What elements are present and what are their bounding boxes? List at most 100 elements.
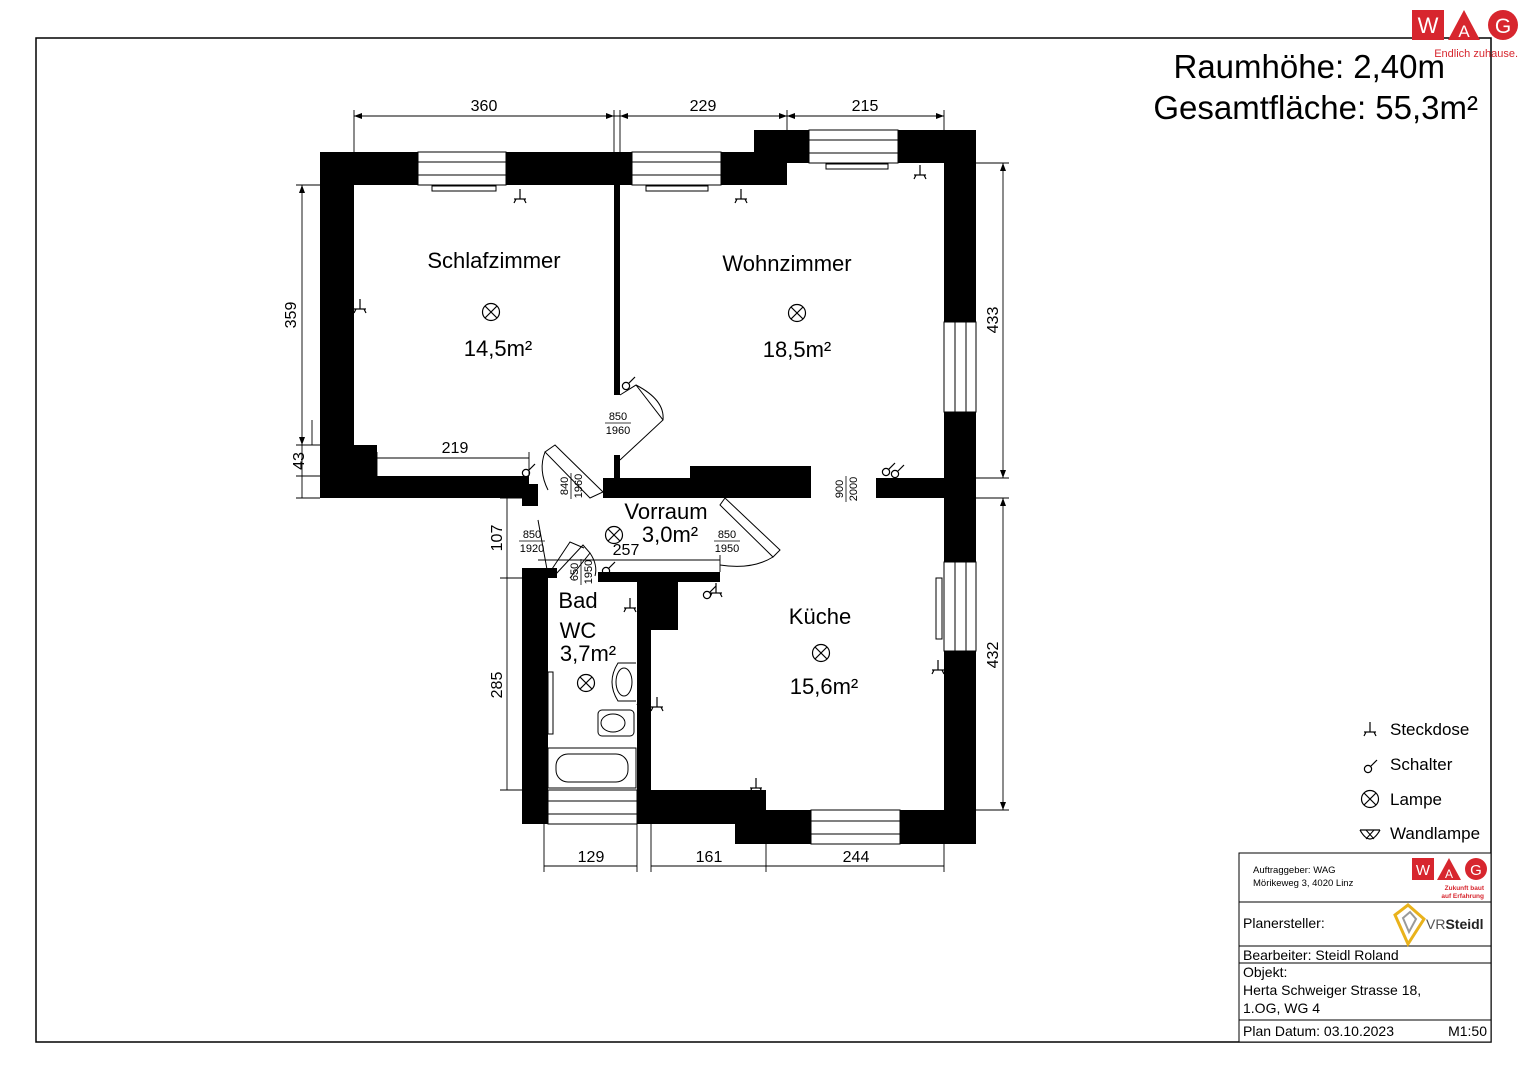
radiators — [431, 163, 943, 735]
object-line-1: Herta Schweiger Strasse 18, — [1243, 982, 1421, 998]
legend-label-lampe: Lampe — [1390, 790, 1442, 809]
room-name-kueche: Küche — [789, 604, 851, 629]
door-label-6: 650 1950 — [569, 559, 595, 585]
dim-left-3: 107 — [489, 525, 506, 552]
vrsteidl-logo: VRSteidl — [1393, 903, 1484, 948]
room-area-vorraum: 3,0m² — [642, 522, 698, 547]
door-label-2: 840 1960 — [559, 473, 585, 499]
dim-right-1: 433 — [985, 307, 1002, 334]
room-area-wohnzimmer: 18,5m² — [763, 337, 831, 362]
room-area-bad: 3,7m² — [560, 641, 616, 666]
legend-wall-lamp-icon — [1359, 829, 1381, 840]
planner-label: Planersteller: — [1243, 915, 1325, 931]
lamp-icon — [481, 302, 501, 322]
object-label: Objekt: — [1243, 964, 1287, 980]
svg-text:650: 650 — [569, 563, 581, 581]
dim-inner-2: 257 — [613, 542, 640, 559]
socket-icon — [513, 188, 527, 204]
socket-icon — [734, 188, 748, 204]
dim-bottom-1: 129 — [578, 849, 605, 866]
door-label-4: 850 1920 — [519, 529, 545, 555]
svg-text:1960: 1960 — [606, 425, 630, 437]
switch-icon — [881, 462, 896, 477]
svg-text:840: 840 — [559, 477, 571, 495]
lamp-icon — [787, 303, 807, 323]
legend-socket-icon — [1363, 721, 1377, 737]
bath-fixtures — [547, 662, 637, 789]
svg-text:auf Erfahrung: auf Erfahrung — [1441, 893, 1484, 900]
logo-letter-a: A — [1458, 22, 1470, 41]
client-line-1: Auftraggeber: WAG — [1253, 865, 1336, 876]
legend-lamp-icon — [1360, 789, 1380, 809]
client-line-2: Mörikeweg 3, 4020 Linz — [1253, 878, 1354, 889]
svg-text:W: W — [1416, 862, 1431, 879]
door-label-1: 850 1960 — [605, 411, 631, 437]
dimension-lines — [296, 110, 1009, 872]
dim-inner-1: 219 — [442, 440, 469, 457]
object-line-2: 1.OG, WG 4 — [1243, 1000, 1320, 1016]
room-area-schlafzimmer: 14,5m² — [464, 336, 532, 361]
svg-text:A: A — [1445, 867, 1453, 881]
switch-icon — [702, 585, 717, 600]
dim-left-2: 43 — [291, 452, 308, 470]
windows — [417, 129, 977, 845]
room-name-vorraum: Vorraum — [624, 499, 707, 524]
lamp-icon — [604, 525, 624, 545]
room-name-bad: Bad — [558, 588, 597, 613]
legend-label-wandlampe: Wandlampe — [1390, 824, 1480, 843]
svg-text:2000: 2000 — [848, 477, 860, 501]
room-height-label: Raumhöhe: 2,40m — [1174, 48, 1446, 85]
logo-letter-w: W — [1418, 13, 1439, 38]
editor-label: Bearbeiter: Steidl Roland — [1243, 947, 1399, 963]
switch-icon — [621, 376, 636, 391]
svg-text:1920: 1920 — [520, 543, 544, 555]
dim-top-3: 215 — [852, 98, 879, 115]
svg-text:850: 850 — [523, 529, 541, 541]
legend-label-schalter: Schalter — [1390, 755, 1453, 774]
lamp-icon — [576, 673, 596, 693]
plan-scale: M1:50 — [1448, 1023, 1487, 1039]
doors — [537, 384, 781, 579]
svg-text:VRSteidl: VRSteidl — [1426, 916, 1484, 932]
room-area-kueche: 15,6m² — [790, 674, 858, 699]
wag-small-logo: W A G Zukunft baut auf Erfahrung — [1412, 858, 1487, 900]
wag-logo: W A G Endlich zuhause. — [1412, 10, 1518, 60]
socket-icon — [749, 777, 763, 793]
switch-icon — [890, 464, 905, 479]
svg-text:1960: 1960 — [573, 474, 585, 498]
dim-bottom-2: 161 — [696, 849, 723, 866]
socket-icon — [623, 597, 637, 613]
dim-left-1: 359 — [283, 302, 300, 329]
dimension-ticks — [299, 113, 1006, 810]
dim-left-4: 285 — [489, 672, 506, 699]
room-name-wc: WC — [560, 618, 597, 643]
dim-top-2: 229 — [690, 98, 717, 115]
socket-icon — [650, 696, 664, 712]
door-label-5: 850 1950 — [714, 529, 740, 555]
svg-text:900: 900 — [834, 480, 846, 498]
door-label-3: 900 2000 — [834, 476, 860, 502]
socket-icon — [931, 659, 945, 675]
svg-text:Zukunft baut: Zukunft baut — [1445, 885, 1485, 892]
svg-text:1950: 1950 — [715, 543, 739, 555]
logo-letter-g: G — [1495, 15, 1511, 38]
dim-right-2: 432 — [985, 642, 1002, 669]
legend-switch-icon — [1363, 759, 1378, 774]
plan-date: Plan Datum: 03.10.2023 — [1243, 1023, 1394, 1039]
socket-icon — [353, 298, 367, 314]
sheet-border — [35, 37, 1492, 1043]
lamp-icon — [811, 643, 831, 663]
legend-label-steckdose: Steckdose — [1390, 720, 1469, 739]
logo-tagline: Endlich zuhause. — [1434, 48, 1518, 60]
svg-text:850: 850 — [718, 529, 736, 541]
walls — [320, 130, 976, 844]
svg-text:850: 850 — [609, 411, 627, 423]
dim-bottom-3: 244 — [843, 849, 870, 866]
total-area-label: Gesamtfläche: 55,3m² — [1153, 89, 1478, 126]
room-name-schlafzimmer: Schlafzimmer — [427, 248, 560, 273]
svg-text:G: G — [1470, 862, 1482, 879]
legend: Steckdose Schalter Lampe Wandlampe — [1359, 720, 1480, 843]
dim-top-1: 360 — [471, 98, 498, 115]
socket-icon — [913, 164, 927, 180]
